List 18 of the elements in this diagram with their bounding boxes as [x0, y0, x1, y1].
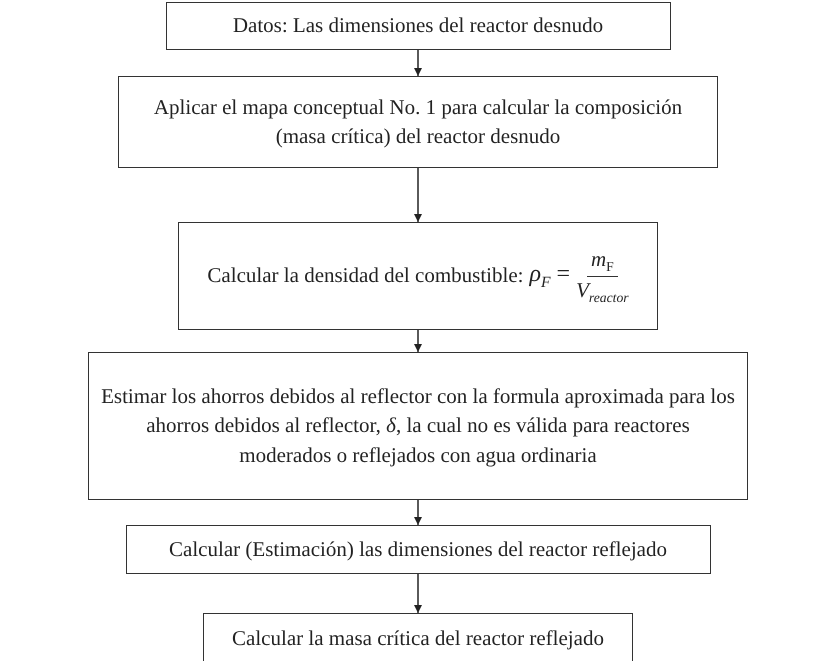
step-text: Calcular la densidad del combustible:	[207, 262, 524, 290]
arrow	[414, 500, 422, 525]
process-box	[166, 2, 670, 50]
formula: ρ$_{F}$ = m$_{F}$ V$_{reactor}$	[529, 246, 629, 306]
arrow	[414, 50, 422, 76]
step-text: Aplicar el mapa conceptual No. 1 para calcular la composición (masa crítica) del reactor desnudo	[152, 94, 684, 150]
process-box	[118, 76, 718, 168]
process-box	[88, 352, 748, 500]
process-box	[203, 613, 633, 661]
step-text: Estimar los ahorros debidos al reflector con la formula aproximada para los ahorros debidos al reflector, δ, la cual no es válida para reactores moderados o reflejados con agua ordinaria	[100, 382, 736, 469]
process-box	[178, 222, 658, 330]
step-text: Calcular la masa crítica del reactor reflejado	[232, 625, 604, 652]
arrow	[414, 330, 422, 352]
process-box	[126, 525, 710, 574]
arrow	[414, 168, 422, 222]
step-text: Datos: Las dimensiones del reactor desnudo	[232, 12, 604, 40]
arrow	[414, 574, 422, 613]
step-text: Calcular (Estimación) las dimensiones del reactor reflejado	[169, 536, 667, 563]
